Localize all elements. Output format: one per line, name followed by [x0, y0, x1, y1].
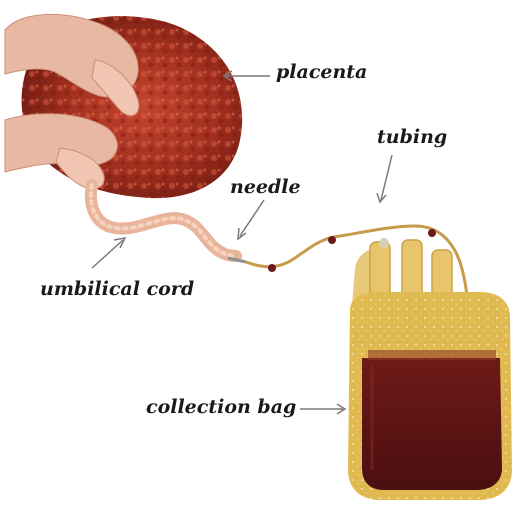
collection-bag-arrow	[300, 404, 345, 414]
collection-bag	[348, 238, 512, 500]
tubing-label: tubing	[377, 128, 447, 147]
placenta-arrow	[224, 71, 270, 81]
needle-label: needle	[230, 178, 301, 197]
collection-bag-label: collection bag	[146, 398, 296, 417]
placenta-label: placenta	[276, 63, 367, 82]
tubing-arrow	[377, 155, 392, 202]
umbilical-cord-arrow	[92, 238, 125, 268]
umbilical-cord-label: umbilical cord	[40, 280, 194, 299]
needle-arrow	[238, 200, 264, 239]
